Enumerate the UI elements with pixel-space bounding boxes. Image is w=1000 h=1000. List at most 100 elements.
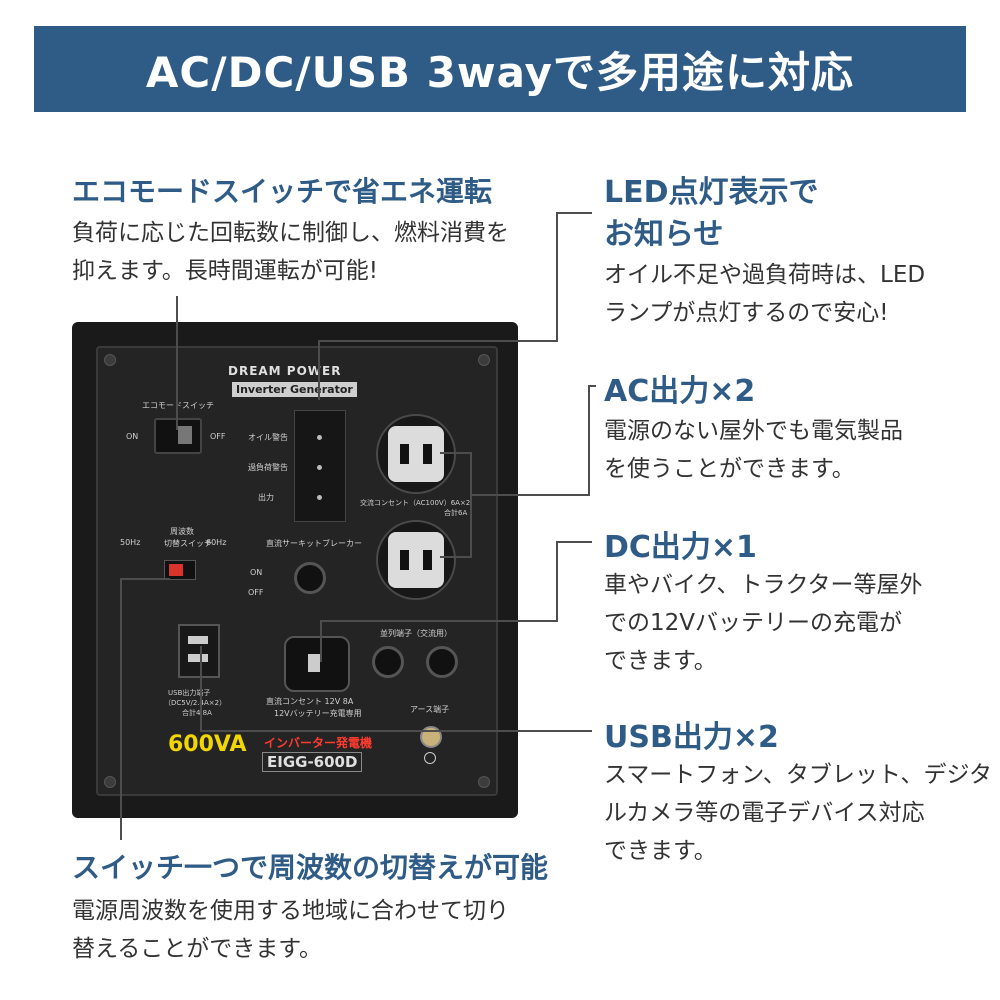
switch-rocker — [178, 426, 192, 444]
led-leader-line — [318, 340, 558, 342]
dc-leader-line — [556, 541, 558, 621]
ac-leader-line — [588, 385, 596, 387]
outlet-slot — [400, 550, 409, 570]
led-label-oil: オイル警告 — [248, 433, 288, 442]
led-line-2: ランプが点灯するので安心! — [604, 300, 889, 326]
eco-heading: エコモードスイッチで省エネ運転 — [72, 175, 493, 208]
led-leader-line — [318, 340, 320, 400]
ac-leader-line — [470, 494, 590, 496]
screw-icon — [478, 354, 490, 366]
freq-50hz-label: 50Hz — [120, 538, 141, 547]
eco-leader-line — [176, 296, 178, 430]
usb-port-sub: （DC5V/2.4A×2） — [164, 699, 227, 707]
usb-description: スマートフォン、タブレット、デジタ ルカメラ等の電子デバイス対応 できます。 — [604, 756, 992, 870]
output-led-icon — [317, 495, 322, 500]
freq-switch-label: 切替スイッチ — [164, 539, 212, 548]
led-heading-line-2: お知らせ — [604, 217, 724, 252]
usb-port-block[interactable] — [178, 624, 220, 678]
outlet-face — [388, 426, 444, 482]
freq-line-1: 電源周波数を使用する地域に合わせて切り — [72, 898, 509, 924]
usb-line-1: スマートフォン、タブレット、デジタ — [604, 762, 993, 788]
dc-breaker-button[interactable] — [294, 562, 326, 594]
eco-off-label: OFF — [210, 432, 226, 441]
screw-icon — [478, 776, 490, 788]
ac-leader-line — [470, 452, 472, 556]
outlet-slot — [423, 444, 432, 464]
ac-heading: AC出力×2 — [604, 374, 756, 409]
frequency-switch[interactable] — [164, 560, 196, 580]
brand-logo: DREAM POWER — [228, 364, 342, 378]
led-label-overload: 過負荷警告 — [248, 463, 288, 472]
freq-switch-title: 周波数 — [170, 527, 194, 536]
ac-description: 電源のない屋外でも電気製品 を使うことができます。 — [604, 412, 903, 488]
parallel-terminal-2[interactable] — [426, 646, 458, 678]
outlet-slot — [423, 550, 432, 570]
ac-line-2: を使うことができます。 — [604, 456, 855, 482]
freq-description: 電源周波数を使用する地域に合わせて切り 替えることができます。 — [72, 892, 509, 968]
dc-slot — [308, 654, 320, 672]
breaker-label: 直流サーキットブレーカー — [266, 539, 362, 548]
usb-line-2: ルカメラ等の電子デバイス対応 — [604, 800, 925, 826]
eco-mode-switch[interactable] — [154, 418, 202, 454]
breaker-off-label: OFF — [248, 588, 264, 597]
ground-symbol-icon — [424, 752, 436, 764]
type-label: インバーター発電機 — [264, 736, 373, 750]
outlet-slot — [400, 444, 409, 464]
dc-heading: DC出力×1 — [604, 530, 757, 565]
led-description: オイル不足や過負荷時は、LED ランプが点灯するので安心! — [604, 256, 925, 332]
led-heading-line-1: LED点灯表示で — [604, 175, 819, 210]
led-leader-line — [556, 212, 558, 342]
oil-led-icon — [317, 435, 322, 440]
title-banner: AC/DC/USB 3wayで多用途に対応 — [34, 26, 966, 112]
led-label-output: 出力 — [258, 493, 274, 502]
usb-port-icon — [188, 636, 208, 644]
eco-on-label: ON — [126, 432, 139, 441]
control-plate: DREAM POWER Inverter Generator エコモードスイッチ… — [96, 346, 498, 796]
dc-leader-line — [320, 620, 322, 662]
led-indicator-strip — [294, 410, 346, 522]
dc-leader-line — [556, 541, 592, 543]
ac-outlet-label: 交流コンセント（AC100V）6A×2 — [360, 499, 471, 507]
usb-leader-line — [200, 730, 592, 732]
model-label: EIGG-600D — [262, 752, 363, 772]
usb-heading: USB出力×2 — [604, 720, 779, 755]
earth-terminal-label: アース端子 — [410, 705, 450, 714]
freq-60hz-label: 60Hz — [206, 538, 227, 547]
frequency-switch-knob — [169, 564, 183, 576]
dc-description: 車やバイク、トラクター等屋外 での12Vバッテリーの充電が できます。 — [604, 566, 923, 680]
parallel-terminal-1[interactable] — [372, 646, 404, 678]
dc-line-1: 車やバイク、トラクター等屋外 — [604, 572, 923, 598]
usb-port-sub2: 合計4.8A — [182, 709, 212, 717]
dc-outlet-label: 直流コンセント 12V 8A — [266, 697, 354, 706]
screw-icon — [104, 776, 116, 788]
dc-outlet[interactable] — [284, 636, 350, 692]
freq-leader-line — [120, 578, 170, 580]
ac-outlet-1[interactable] — [376, 414, 456, 494]
ac-leader-line — [440, 452, 472, 454]
usb-line-3: できます。 — [604, 838, 717, 864]
usb-port-label: USB出力端子 — [168, 689, 211, 697]
screw-icon — [104, 354, 116, 366]
ac-outlet-sub: 合計6A — [444, 509, 468, 517]
eco-line-2: 抑えます。長時間運転が可能! — [72, 258, 378, 284]
generator-panel-image: DREAM POWER Inverter Generator エコモードスイッチ… — [72, 322, 518, 818]
ac-line-1: 電源のない屋外でも電気製品 — [604, 418, 903, 444]
freq-heading: スイッチ一つで周波数の切替えが可能 — [72, 851, 549, 884]
parallel-terminal-label: 並列端子（交流用） — [380, 629, 452, 638]
outlet-face — [388, 532, 444, 588]
dc-line-2: での12Vバッテリーの充電が — [604, 610, 903, 636]
breaker-on-label: ON — [250, 568, 263, 577]
ac-leader-line — [440, 556, 472, 558]
led-line-1: オイル不足や過負荷時は、LED — [604, 262, 926, 288]
ac-leader-line — [588, 385, 590, 495]
dc-leader-line — [320, 620, 558, 622]
freq-line-2: 替えることができます。 — [72, 936, 323, 962]
capacity-label: 600VA — [168, 732, 247, 757]
banner-title: AC/DC/USB 3wayで多用途に対応 — [145, 47, 855, 97]
led-heading: LED点灯表示で お知らせ — [604, 172, 819, 256]
panel-subtitle: Inverter Generator — [232, 382, 357, 397]
overload-led-icon — [317, 465, 322, 470]
usb-leader-line — [200, 646, 202, 732]
ac-outlet-2[interactable] — [376, 520, 456, 600]
eco-description: 負荷に応じた回転数に制御し、燃料消費を 抑えます。長時間運転が可能! — [72, 214, 509, 290]
